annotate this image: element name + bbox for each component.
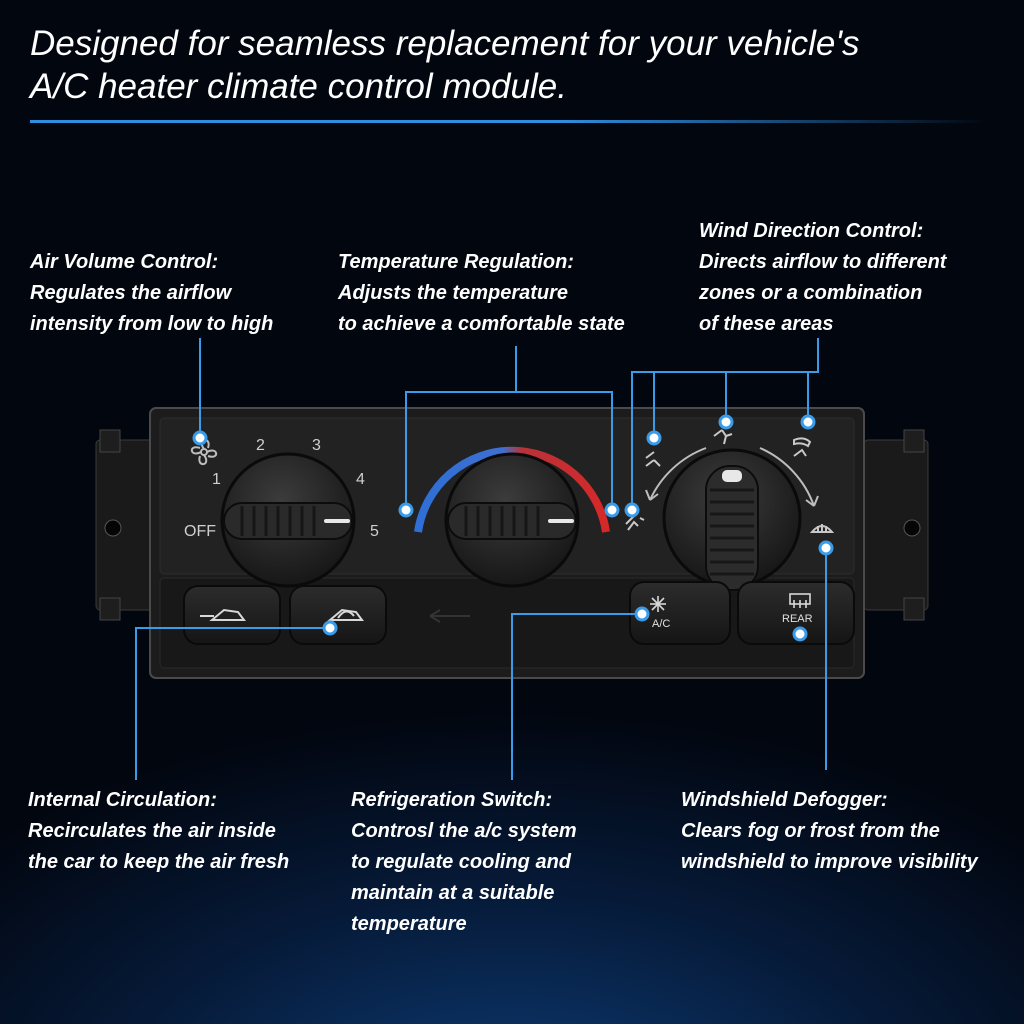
callout-temperature: Temperature Regulation: Adjusts the temp… bbox=[338, 247, 625, 340]
fresh-air-button[interactable] bbox=[183, 585, 281, 645]
callout-air-volume-title: Air Volume Control: bbox=[30, 251, 219, 273]
windshield-defrost-icon bbox=[809, 524, 835, 533]
temperature-scale-arc bbox=[414, 446, 610, 533]
callout-refrigeration-line-3: maintain at a suitable bbox=[351, 882, 555, 904]
headline-divider bbox=[30, 120, 990, 123]
callout-refrigeration: Refrigeration Switch: Controsl the a/c s… bbox=[351, 785, 577, 940]
marker-temp-cold bbox=[398, 502, 414, 518]
leader-wind-direction bbox=[631, 338, 819, 510]
marker-vent-floor bbox=[718, 414, 734, 430]
recirculation-button[interactable] bbox=[289, 585, 387, 645]
callout-leader-lines bbox=[135, 338, 827, 780]
marker-rear-defrost bbox=[792, 626, 808, 642]
callout-defogger-line-1: Clears fog or frost from the bbox=[681, 820, 940, 842]
callout-air-volume-line-2: intensity from low to high bbox=[30, 313, 274, 335]
marker-vent-face bbox=[624, 502, 640, 518]
marker-defrost-floor bbox=[800, 414, 816, 430]
callout-air-volume: Air Volume Control: Regulates the airflo… bbox=[30, 247, 273, 340]
air-direction-knob[interactable] bbox=[662, 448, 802, 591]
mode-arrow-right bbox=[759, 447, 815, 507]
callout-internal-circulation-title: Internal Circulation: bbox=[28, 789, 217, 811]
ac-button[interactable]: A/C bbox=[629, 581, 731, 645]
ac-button-label: A/C bbox=[652, 618, 670, 630]
marker-recirculation bbox=[322, 620, 338, 636]
vent-floor-icon bbox=[713, 429, 733, 445]
headline-line-2: A/C heater climate control module. bbox=[30, 67, 567, 106]
callout-temperature-line-2: to achieve a comfortable state bbox=[338, 313, 625, 335]
recirculation-icon bbox=[327, 608, 364, 621]
fresh-air-icon bbox=[200, 608, 246, 621]
marker-temp-hot bbox=[604, 502, 620, 518]
fan-speed-1: 1 bbox=[212, 471, 221, 488]
fan-speed-2: 2 bbox=[256, 437, 265, 454]
callout-refrigeration-line-1: Controsl the a/c system bbox=[351, 820, 577, 842]
callout-refrigeration-title: Refrigeration Switch: bbox=[351, 789, 553, 811]
callout-wind-direction: Wind Direction Control: Directs airflow … bbox=[699, 216, 946, 340]
rear-defrost-icon bbox=[789, 593, 811, 608]
vent-bi-level-icon bbox=[645, 451, 661, 467]
rear-defrost-button-label: REAR bbox=[782, 613, 813, 625]
callout-refrigeration-line-4: temperature bbox=[351, 913, 467, 935]
snowflake-icon bbox=[650, 596, 666, 612]
marker-ac bbox=[634, 606, 650, 622]
left-mounting-bracket bbox=[95, 429, 161, 621]
callout-wind-direction-line-3: of these areas bbox=[699, 313, 834, 335]
callout-wind-direction-title: Wind Direction Control: bbox=[699, 220, 924, 242]
marker-windshield-defrost bbox=[818, 540, 834, 556]
fan-speed-off: OFF bbox=[184, 523, 216, 540]
marker-vent-bi-level bbox=[646, 430, 662, 446]
callout-defogger-line-2: windshield to improve visibility bbox=[681, 851, 978, 873]
callout-markers bbox=[192, 414, 834, 642]
callout-temperature-title: Temperature Regulation: bbox=[338, 251, 574, 273]
callout-internal-circulation: Internal Circulation: Recirculates the a… bbox=[28, 785, 289, 878]
marker-air-volume bbox=[192, 430, 208, 446]
callout-refrigeration-line-2: to regulate cooling and bbox=[351, 851, 572, 873]
callout-defogger-title: Windshield Defogger: bbox=[681, 789, 888, 811]
fan-speed-knob[interactable] bbox=[220, 452, 356, 588]
headline-line-1: Designed for seamless replacement for yo… bbox=[30, 24, 860, 63]
leader-temperature bbox=[405, 346, 613, 510]
mode-arrow-left bbox=[649, 447, 707, 501]
callout-wind-direction-line-1: Directs airflow to different bbox=[699, 251, 947, 273]
callout-internal-circulation-line-2: the car to keep the air fresh bbox=[28, 851, 290, 873]
air-direction-knob-indicator bbox=[722, 470, 742, 482]
headline: Designed for seamless replacement for yo… bbox=[30, 22, 990, 108]
defrost-floor-icon bbox=[793, 437, 812, 457]
callout-wind-direction-line-2: zones or a combination bbox=[699, 282, 923, 304]
callout-air-volume-line-1: Regulates the airflow bbox=[30, 282, 232, 304]
fan-speed-5: 5 bbox=[370, 523, 379, 540]
leader-refrigeration bbox=[511, 613, 642, 780]
leader-internal-circulation bbox=[135, 627, 330, 780]
callout-internal-circulation-line-1: Recirculates the air inside bbox=[28, 820, 276, 842]
panel-embossed-arrow bbox=[429, 609, 470, 623]
fan-icon bbox=[190, 438, 218, 466]
callout-temperature-line-1: Adjusts the temperature bbox=[338, 282, 569, 304]
callout-defogger: Windshield Defogger: Clears fog or frost… bbox=[681, 785, 978, 878]
fan-speed-3: 3 bbox=[312, 437, 321, 454]
right-mounting-bracket bbox=[863, 429, 929, 621]
fan-speed-4: 4 bbox=[356, 471, 365, 488]
temperature-knob[interactable] bbox=[444, 452, 580, 588]
